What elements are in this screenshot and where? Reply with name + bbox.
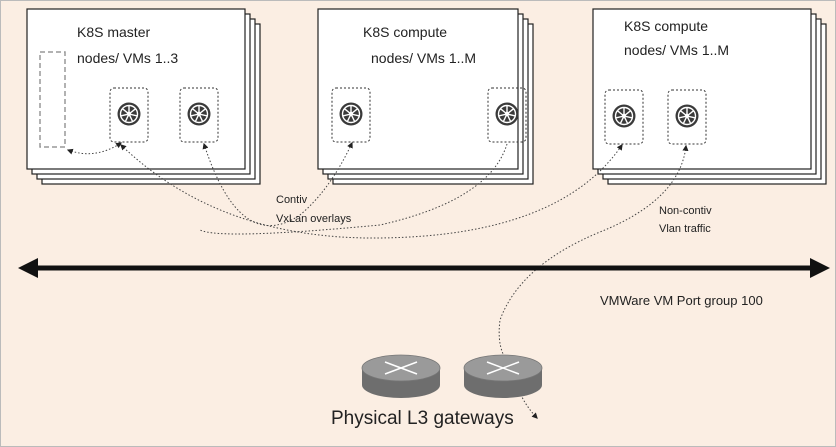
port-group-label: VMWare VM Port group 100 <box>600 293 763 308</box>
compute2-title-line2: nodes/ VMs 1..M <box>624 42 729 58</box>
master-title-line1: K8S master <box>77 24 150 40</box>
router-icon <box>463 354 543 398</box>
compute1-title-line1: K8S compute <box>363 24 447 40</box>
overlay-label-line2: VxLan overlays <box>276 213 352 225</box>
kubernetes-icon <box>186 101 212 127</box>
placeholder-dashed-box <box>39 51 66 148</box>
kubernetes-icon <box>494 101 520 127</box>
compute-node-stack-2: K8S compute nodes/ VMs 1..M <box>592 8 827 185</box>
compute1-title-line2: nodes/ VMs 1..M <box>371 50 476 66</box>
kubernetes-icon <box>338 101 364 127</box>
router-icon <box>361 354 441 398</box>
vlan-label-line1: Non-contiv <box>659 205 712 217</box>
kubernetes-icon <box>116 101 142 127</box>
compute-node-box <box>592 8 812 170</box>
compute2-title-line1: K8S compute <box>624 18 708 34</box>
master-title-line2: nodes/ VMs 1..3 <box>77 50 178 66</box>
kubernetes-icon <box>611 103 637 129</box>
overlay-label-line1: Contiv <box>276 194 308 206</box>
master-node-stack: K8S master nodes/ VMs 1..3 <box>26 8 261 185</box>
vlan-label-line2: Vlan traffic <box>659 223 711 235</box>
kubernetes-icon <box>674 103 700 129</box>
gateways-label: Physical L3 gateways <box>331 408 514 429</box>
